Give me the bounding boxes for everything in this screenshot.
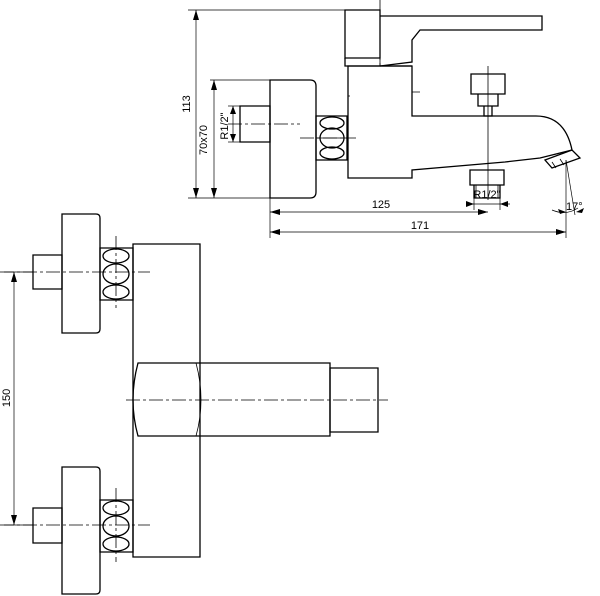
dim-113-label: 113 [181, 95, 193, 113]
upper-inlet-pipe [32, 254, 63, 290]
dim-thread-outlet-label: R1/2" [473, 189, 500, 201]
mixer-body [347, 65, 573, 179]
dim-angle-label: 17° [566, 201, 583, 213]
cartridge-body [344, 9, 381, 59]
lower-rosette [61, 466, 101, 595]
lower-inlet-pipe [32, 507, 63, 544]
inlet-pipe [239, 105, 271, 143]
dim-70x70-label: 70x70 [198, 125, 210, 155]
lever-handle [379, 15, 543, 67]
mixer-body-front [132, 243, 201, 558]
side-dimensions: 113 70x70 R1/2" R1/2" 125 171 [181, 9, 584, 238]
lever-base [344, 58, 412, 67]
front-view [0, 213, 388, 595]
upper-rosette [61, 213, 101, 334]
spout-outlet [543, 149, 582, 169]
lever-tip-front [329, 367, 379, 433]
dim-thread-inlet-label: R1/2" [219, 112, 231, 139]
front-dimensions: 150 [1, 271, 33, 526]
side-view [228, 0, 582, 200]
wall-rosette [269, 79, 317, 199]
dim-171-label: 171 [411, 220, 429, 232]
dim-125-label: 125 [372, 199, 390, 211]
lower-nut [99, 499, 134, 553]
dim-150-label: 150 [1, 389, 13, 407]
lever-front [132, 362, 331, 437]
diverter-knob [470, 73, 506, 117]
connector-nut [315, 115, 348, 161]
upper-nut [99, 247, 134, 301]
